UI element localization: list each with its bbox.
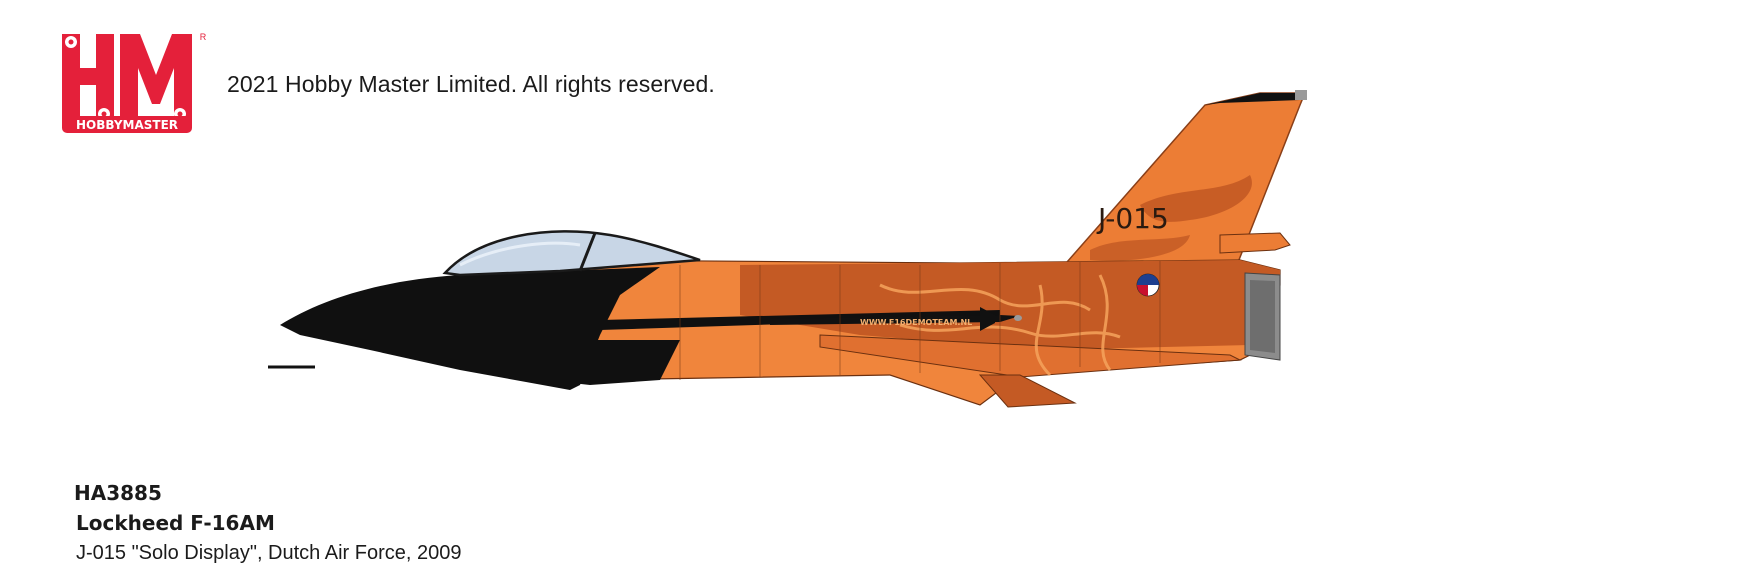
- registered-mark: R: [200, 32, 207, 42]
- product-code: HA3885: [74, 481, 162, 505]
- aircraft-description: J-015 "Solo Display", Dutch Air Force, 2…: [76, 542, 462, 564]
- product-caption: HA3885 Lockheed F-16AM J-015 "Solo Displ…: [72, 478, 772, 568]
- roundel-icon: [1136, 273, 1160, 297]
- copyright-text: 2021 Hobby Master Limited. All rights re…: [227, 71, 715, 97]
- hobbymaster-logo: HOBBYMASTER R: [62, 32, 207, 133]
- website-text: WWW.F16DEMOTEAM.NL: [860, 318, 972, 327]
- aircraft-model: Lockheed F-16AM: [76, 511, 275, 535]
- f16-aircraft-illustration: J-015 WWW.F16DEMOTEAM.NL: [268, 90, 1307, 408]
- tail-code: J-015: [1096, 202, 1169, 235]
- logo-wordmark: HOBBYMASTER: [76, 118, 178, 132]
